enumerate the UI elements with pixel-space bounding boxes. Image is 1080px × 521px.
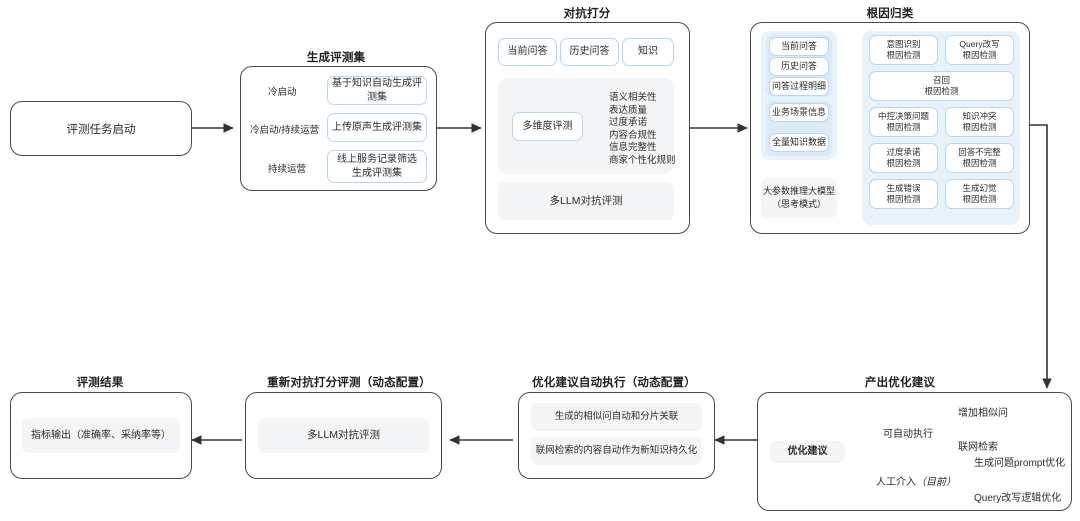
root-detector-3-name: 中控决策问题 (877, 110, 929, 121)
section-rescore-title: 重新对抗打分评测（动态配置） (267, 377, 431, 389)
autoexec-item-1-label: 联网检索的内容自动作为新知识持久化 (535, 445, 698, 457)
score-dim-4: 信息完整性 (609, 142, 657, 153)
root-detector-8-name: 生成幻觉 (962, 182, 997, 193)
root-input-b-0[interactable]: 业务场景信息 (769, 103, 829, 122)
gen-target-1-label: 上传原声生成评测集 (332, 121, 422, 133)
root-input-a-1[interactable]: 历史问答 (769, 57, 829, 76)
section-autoexec-title: 优化建议自动执行（动态配置） (532, 377, 696, 389)
score-input-1[interactable]: 历史问答 (560, 38, 619, 66)
score-input-2[interactable]: 知识 (622, 38, 674, 66)
node-start[interactable]: 评测任务启动 (10, 101, 192, 156)
root-detector-4[interactable]: 知识冲突 根因检测 (945, 107, 1014, 137)
root-detector-4-sub: 根因检测 (962, 122, 997, 132)
score-footer-label: 多LLM对抗评测 (549, 194, 623, 207)
advice-branch-0-label: 可自动执行 (883, 429, 933, 440)
root-model-note-line1: 大参数推理大模型 (762, 186, 835, 197)
advice-branch-1-child-0: 生成问题prompt优化 (974, 458, 1066, 469)
root-detector-6-sub: 根因检测 (962, 158, 997, 168)
gen-branch-label-0: 冷启动 (268, 87, 297, 98)
rescore-item-label: 多LLM对抗评测 (307, 429, 380, 442)
result-item: 指标输出（准确率、采纳率等） (22, 418, 180, 453)
root-input-b-1-label: 全量知识数据 (771, 137, 826, 148)
score-dim-5: 商家个性化规则 (609, 154, 676, 166)
score-dim-2: 过度承诺 (609, 117, 648, 128)
gen-target-2[interactable]: 线上服务记录筛选 生成评测集 (327, 150, 427, 183)
root-model-note: 大参数推理大模型 （思考模式） (761, 178, 837, 218)
root-detector-7-name: 生成错误 (886, 182, 921, 193)
root-detector-8-sub: 根因检测 (962, 194, 997, 204)
score-input-0-label: 当前问答 (507, 46, 548, 58)
root-detector-2-sub: 根因检测 (924, 86, 959, 96)
gen-target-2-label-line2: 生成评测集 (352, 167, 402, 179)
section-score-title: 对抗打分 (563, 8, 611, 20)
root-detector-6-name: 回答不完整 (958, 146, 1001, 157)
section-result-title: 评测结果 (76, 377, 124, 389)
root-detector-3[interactable]: 中控决策问题 根因检测 (869, 107, 938, 137)
root-detector-0-sub: 根因检测 (886, 50, 921, 60)
section-root-title: 根因归类 (866, 8, 914, 20)
advice-branch-1-label: 人工介入（目前） (876, 473, 956, 488)
result-item-label: 指标输出（准确率、采纳率等） (31, 429, 171, 441)
advice-branch-1-label-italic: （目前） (916, 477, 956, 488)
gen-target-0[interactable]: 基于知识自动生成评测集 (327, 76, 427, 105)
score-hub[interactable]: 多维度评测 (512, 112, 583, 141)
root-input-a-1-label: 历史问答 (780, 61, 817, 72)
autoexec-item-0: 生成的相似问自动和分片关联 (531, 403, 702, 431)
advice-root-node[interactable]: 优化建议 (770, 441, 845, 463)
root-detector-5-sub: 根因检测 (886, 158, 921, 168)
root-detector-1[interactable]: Query改写 根因检测 (945, 35, 1014, 65)
score-footer: 多LLM对抗评测 (498, 182, 674, 220)
advice-branch-1-child-1: Query改写逻辑优化 (974, 493, 1062, 504)
root-detector-6[interactable]: 回答不完整 根因检测 (945, 143, 1014, 173)
root-detector-8[interactable]: 生成幻觉 根因检测 (945, 179, 1014, 209)
root-detector-1-sub: 根因检测 (962, 50, 997, 60)
gen-branch-label-1: 冷启动/持续运营 (250, 125, 320, 136)
score-input-1-label: 历史问答 (569, 46, 610, 58)
score-input-2-label: 知识 (638, 46, 658, 58)
gen-target-1[interactable]: 上传原声生成评测集 (327, 113, 427, 142)
rescore-item: 多LLM对抗评测 (258, 418, 429, 453)
advice-branch-1-label-plain: 人工介入 (876, 477, 916, 488)
root-detector-2-name: 召回 (932, 74, 950, 85)
root-input-a-0-label: 当前问答 (780, 41, 817, 52)
root-detector-0[interactable]: 意图识别 根因检测 (869, 35, 938, 65)
score-dim-1: 表达质量 (609, 104, 648, 116)
gen-branch-label-2: 持续运营 (268, 164, 307, 175)
root-input-b-1[interactable]: 全量知识数据 (769, 133, 829, 152)
node-start-label: 评测任务启动 (66, 123, 136, 136)
gen-target-0-label: 基于知识自动生成评测集 (332, 78, 422, 103)
advice-branch-0-child-1: 联网检索 (958, 442, 998, 453)
root-input-b-0-label: 业务场景信息 (771, 107, 826, 118)
score-hub-label: 多维度评测 (522, 120, 573, 132)
root-input-a-0[interactable]: 当前问答 (769, 37, 829, 56)
root-detector-0-name: 意图识别 (886, 38, 921, 49)
root-detector-1-name: Query改写 (959, 38, 1000, 49)
section-advice-panel (757, 392, 1072, 511)
root-detector-4-name: 知识冲突 (962, 110, 997, 121)
section-gen-title: 生成评测集 (306, 52, 366, 64)
autoexec-item-1: 联网检索的内容自动作为新知识持久化 (531, 437, 702, 465)
root-detector-7-sub: 根因检测 (886, 194, 921, 204)
root-detector-2[interactable]: 召回 根因检测 (869, 71, 1014, 101)
score-input-0[interactable]: 当前问答 (498, 38, 557, 66)
root-detector-5-name: 过度承诺 (886, 146, 921, 157)
advice-root-label: 优化建议 (787, 446, 828, 457)
score-dim-0: 语义相关性 (609, 92, 657, 103)
score-dim-3: 内容合规性 (609, 129, 657, 141)
root-input-a-2-label: 问答过程明细 (771, 81, 826, 92)
advice-branch-0-child-0: 增加相似问 (958, 408, 1008, 419)
root-detector-3-sub: 根因检测 (886, 122, 921, 132)
root-detector-7[interactable]: 生成错误 根因检测 (869, 179, 938, 209)
autoexec-item-0-label: 生成的相似问自动和分片关联 (554, 411, 679, 423)
root-input-a-2[interactable]: 问答过程明细 (769, 77, 829, 96)
root-model-note-line2: （思考模式） (771, 199, 826, 209)
root-detector-5[interactable]: 过度承诺 根因检测 (869, 143, 938, 173)
section-advice-title: 产出优化建议 (864, 377, 936, 389)
gen-target-2-label-line1: 线上服务记录筛选 (337, 154, 417, 165)
